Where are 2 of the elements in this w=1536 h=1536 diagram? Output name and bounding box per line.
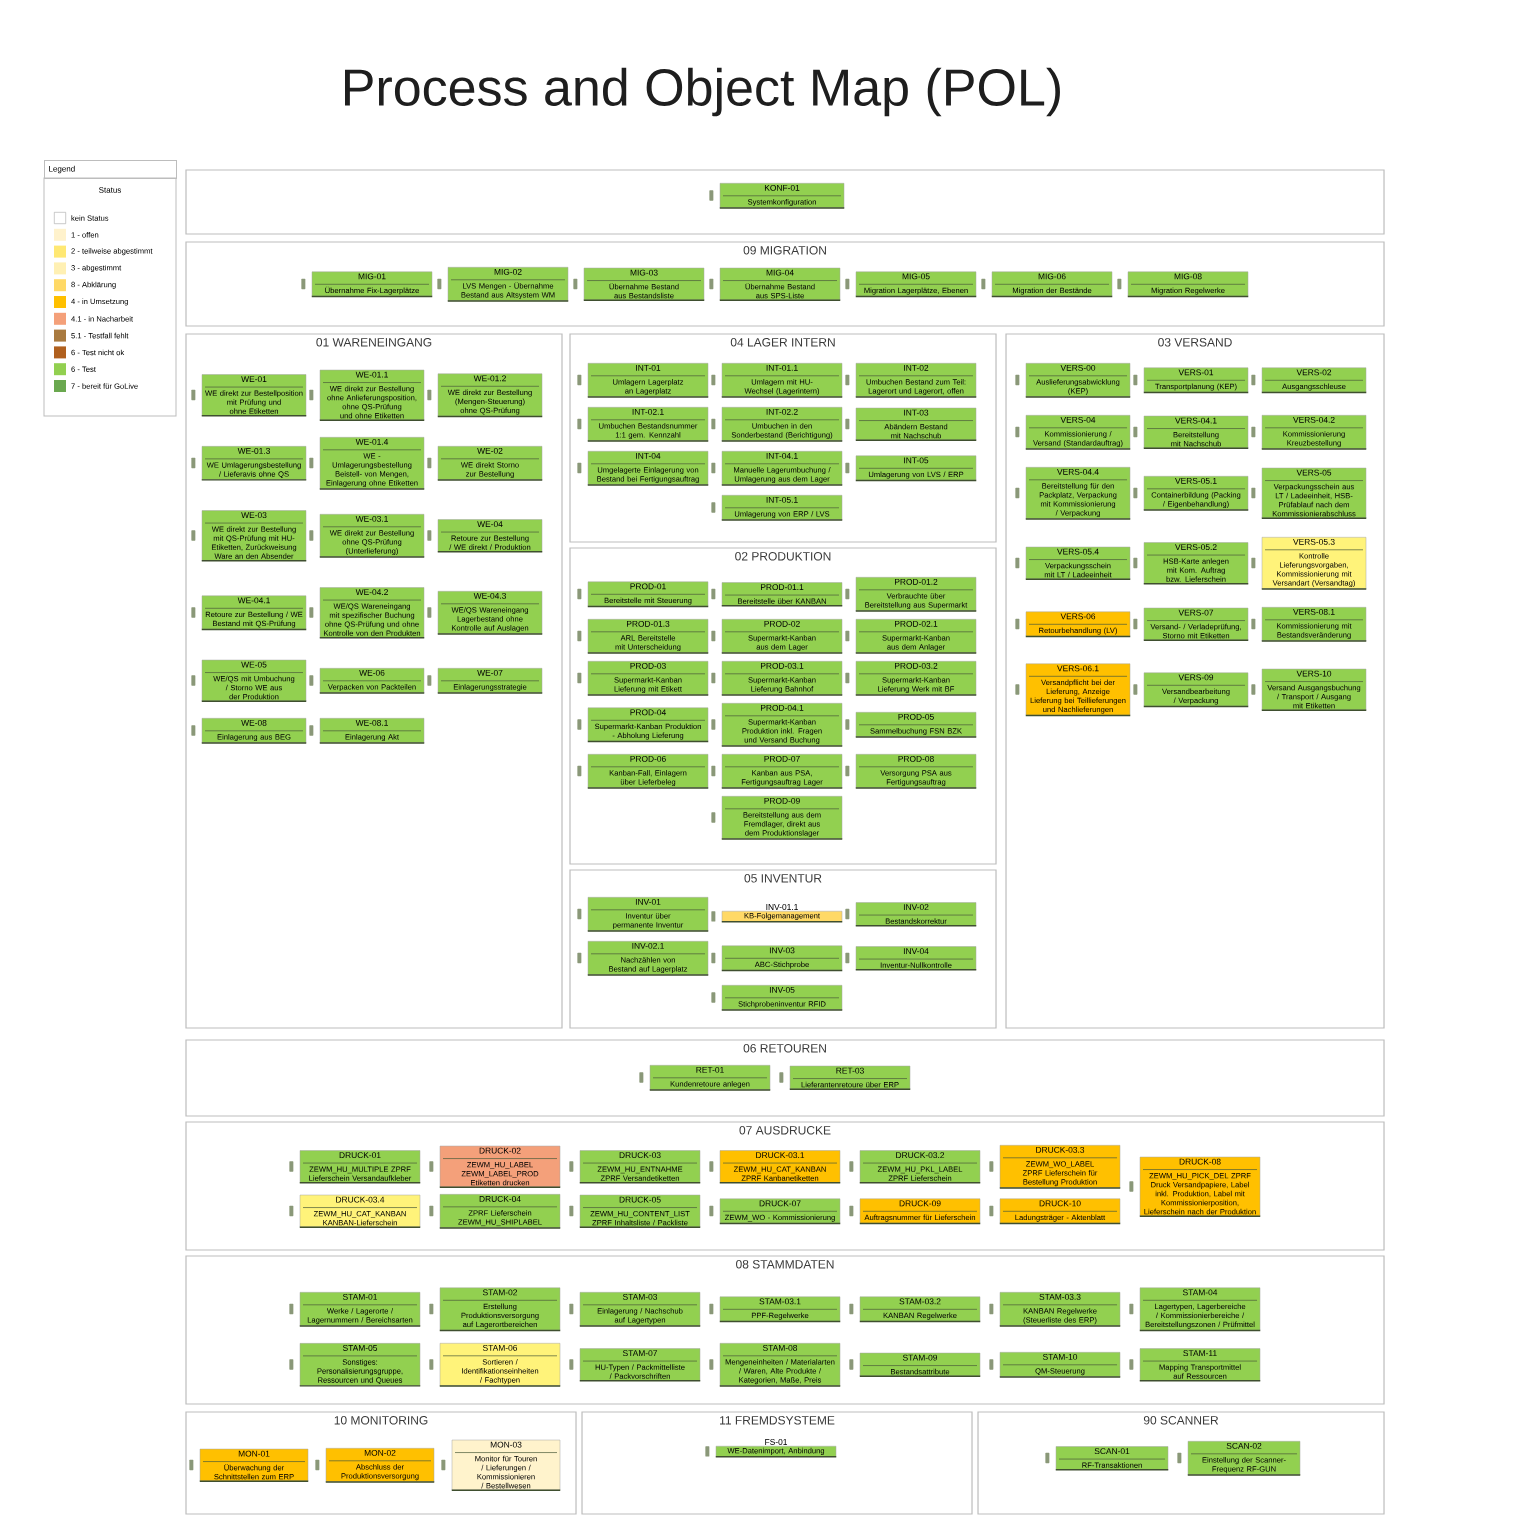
empty-panel <box>185 169 1385 235</box>
title: Process and Object Map (POL) <box>345 67 1060 117</box>
